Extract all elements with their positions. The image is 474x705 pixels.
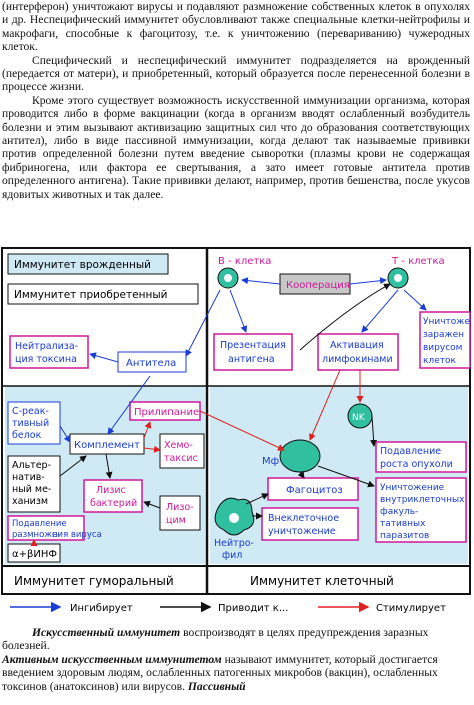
legend-inhibits: Ингибирует	[70, 603, 133, 614]
complement-label: Комплемент	[74, 440, 140, 451]
phagocytosis-label: Фагоцитоз	[286, 485, 343, 496]
lysozyme-box	[159, 495, 201, 531]
legend-acquired-box	[7, 283, 199, 305]
intracellular-line5: паразитов	[380, 531, 429, 541]
chemotaxis-box	[159, 433, 205, 469]
virus-suppression-line1: Подавление	[12, 519, 67, 529]
legend-innate: Иммунитет врожденный	[14, 259, 151, 271]
neutrophil-line1: Нейтро-	[214, 538, 254, 549]
alternative-box	[7, 455, 61, 513]
paragraph-innate-acquired: Специфический и неспецифический иммуните…	[2, 53, 470, 94]
neutralization-line2: ция токсина	[15, 354, 77, 365]
artificial-immunity-text: воспроизводят в целях предупреждения зар…	[2, 626, 429, 653]
extracellular-box	[261, 507, 359, 541]
virus-suppression-line2: размноже-	[12, 530, 60, 540]
alternative-line1: Альтер-	[12, 460, 51, 471]
intracellular-box	[375, 477, 467, 543]
virus-suppression-box	[7, 515, 85, 541]
killer-box	[419, 311, 471, 369]
killer-line4: клеток	[423, 356, 456, 366]
tumor-suppression-line1: Подавление	[380, 446, 441, 457]
phagocytosis-box	[267, 477, 359, 501]
legend-acquired: Иммунитет приобретенный	[14, 289, 167, 301]
legend-leads: Приводит к...	[218, 603, 288, 614]
antigen-presentation-line1: Презентация	[220, 340, 286, 351]
complement-box	[69, 433, 145, 455]
antigen-presentation-line2: антигена	[228, 354, 275, 365]
chemotaxis-line1: Хемо-	[164, 440, 193, 451]
t-cell-label: Т - клетка	[391, 256, 445, 267]
macrophage-icon	[279, 439, 321, 473]
neutralization-box	[9, 335, 89, 369]
legend-innate-box	[7, 253, 169, 275]
humoral-label: Иммунитет гуморальный	[14, 574, 174, 588]
lysis-line1: Лизис	[96, 485, 126, 496]
immunity-diagram: Иммунитет врожденный Иммунитет приобрете…	[1, 247, 471, 614]
lymphokine-line2: лимфокинами	[322, 354, 393, 365]
virus-suppression-line3: ния вируса	[52, 530, 102, 540]
paragraph-interferon: (интерферон) уничтожают вирусы и подавля…	[2, 0, 470, 54]
neutrophil-line2: фил	[222, 550, 242, 561]
lymphokine-box	[317, 333, 399, 371]
lysis-line2: бактерий	[90, 498, 137, 509]
antibodies-label: Антитела	[126, 358, 176, 369]
lysozyme-line1: Лизо-	[166, 502, 194, 513]
antigen-presentation-box	[213, 333, 293, 371]
killer-line1: Уничтоже	[423, 317, 470, 327]
intracellular-line1: Уничтожение	[380, 483, 445, 493]
c-reactive-line1: С-реак-	[12, 406, 49, 417]
chemotaxis-line2: таксис	[164, 453, 198, 464]
tumor-suppression-box	[375, 441, 467, 473]
killer-line2: заражен	[423, 330, 464, 340]
c-reactive-line2: тивный	[12, 418, 49, 429]
intracellular-line2: внутриклеточных	[380, 495, 465, 505]
interferon-label: α+βИНФ	[12, 549, 57, 560]
b-cell-label: В - клетка	[218, 256, 271, 267]
lysis-box	[83, 479, 143, 513]
alternative-line2: натив-	[12, 472, 45, 483]
extracellular-line2: уничтожение	[268, 526, 336, 537]
cellular-label: Иммунитет клеточный	[250, 574, 394, 588]
intracellular-line4: тативных	[380, 519, 426, 529]
adhesion-label: Прилипание	[134, 407, 199, 418]
cooperation-label: Кооперация	[286, 280, 350, 291]
c-reactive-box	[7, 401, 61, 445]
tumor-suppression-line2: роста опухоли	[380, 459, 453, 470]
paragraph-artificial: Кроме этого существует возможность искус…	[2, 93, 470, 201]
artificial-immunity-term: Искусственный иммунитет	[32, 626, 181, 639]
intracellular-line3: факуль-	[380, 507, 418, 517]
lymphokine-line1: Активация	[330, 340, 384, 351]
alternative-line3: ный ме-	[12, 484, 51, 495]
macrophage-label: Мф	[262, 456, 279, 467]
top-text: (интерферон) уничтожают вирусы и подавля…	[2, 0, 470, 201]
c-reactive-line3: белок	[12, 430, 42, 441]
passive-term: Пассивный	[187, 679, 246, 693]
legend-stimulates: Стимулирует	[376, 603, 446, 614]
killer-line3: вирусом	[423, 343, 462, 353]
bottom-text: Искусственный иммунитет воспроизводят в …	[2, 626, 470, 693]
alternative-line4: ханизм	[12, 496, 48, 507]
lysozyme-line2: цим	[166, 515, 186, 526]
nk-label: NK	[352, 413, 366, 423]
extracellular-line1: Внеклеточное	[268, 513, 339, 524]
neutralization-line1: Нейтрализа-	[15, 341, 78, 352]
active-immunity-term: Активным искусственным иммунитетом	[2, 652, 222, 666]
active-immunity-text: называют иммунитет, который достигается …	[2, 652, 438, 693]
